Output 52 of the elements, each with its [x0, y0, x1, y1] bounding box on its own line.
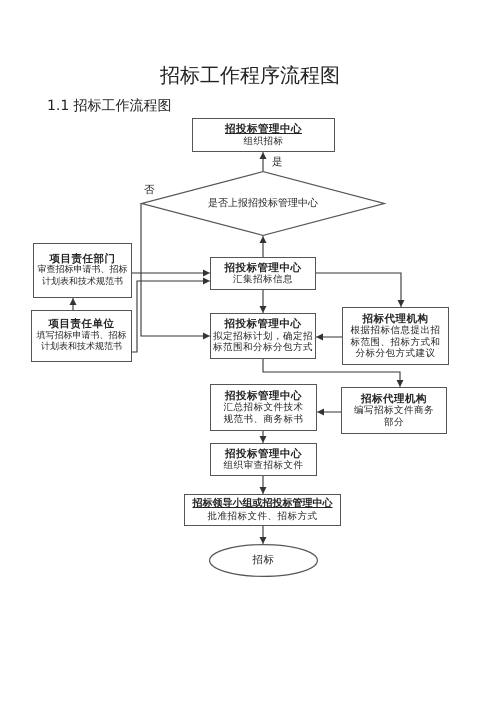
process-box	[31, 310, 132, 362]
arrow	[132, 270, 210, 276]
step-text: 根据招标信息提出招标范围、招标方式和分标分包方式建议	[350, 325, 442, 360]
arrow	[260, 431, 266, 443]
decision-diamond	[141, 171, 385, 236]
process-box	[192, 118, 335, 152]
step-text: 汇集招标信息	[233, 274, 293, 286]
arrow	[260, 476, 266, 494]
step-text: 审查招标申请书、招标计划表和技术规范书	[36, 265, 128, 288]
unit-heading: 招标代理机构	[362, 312, 428, 325]
section-heading: 1.1 招标工作流程图	[47, 98, 172, 115]
arrow	[260, 236, 266, 257]
step-text: 汇总招标文件技术规范书、商务标书	[223, 402, 304, 426]
step-text: 组织招标	[244, 136, 284, 147]
arrow	[70, 298, 76, 310]
step-text: 编写招标文件商务部分	[354, 405, 434, 428]
process-box	[33, 243, 132, 298]
decision-question: 是否上报招投标管理中心	[208, 198, 318, 210]
unit-heading: 招投标管理中心	[224, 318, 302, 331]
process-box	[210, 443, 317, 476]
arrow	[316, 334, 342, 340]
arrow	[317, 408, 341, 416]
arrow	[316, 272, 404, 307]
process-box	[210, 384, 317, 431]
arrow	[132, 278, 210, 353]
arrow	[262, 359, 404, 387]
unit-heading: 招标代理机构	[361, 392, 427, 405]
edge-label: 否	[144, 184, 155, 196]
step-text: 填写招标申请书、招标计划表和技术规范书	[36, 330, 128, 354]
step-text: 批准招标文件、招标方式	[208, 510, 318, 522]
process-box	[342, 307, 449, 365]
edge-label: 是	[272, 156, 283, 168]
step-text: 组织审查招标文件	[224, 460, 304, 472]
step-text: 拟定招标计划，确定招标范围和分标分包方式	[213, 330, 313, 354]
arrow	[260, 290, 266, 313]
terminal-text: 招标	[252, 554, 274, 566]
unit-heading: 招投标管理中心	[225, 448, 302, 460]
arrow	[140, 204, 210, 340]
unit-heading: 招标领导小组或招投标管理中心	[192, 498, 332, 510]
terminal-ellipse	[209, 544, 318, 577]
process-box	[184, 494, 341, 526]
process-box	[210, 257, 316, 290]
unit-heading: 项目责任部门	[50, 252, 116, 265]
unit-heading: 招投标管理中心	[225, 123, 302, 136]
process-box	[210, 313, 316, 359]
process-box	[341, 387, 447, 434]
unit-heading: 招投标管理中心	[225, 390, 302, 402]
arrow	[260, 526, 266, 544]
arrow	[260, 152, 266, 171]
page-title: 招标工作程序流程图	[160, 63, 340, 87]
unit-heading: 项目责任单位	[48, 318, 114, 330]
unit-heading: 招投标管理中心	[224, 262, 302, 274]
